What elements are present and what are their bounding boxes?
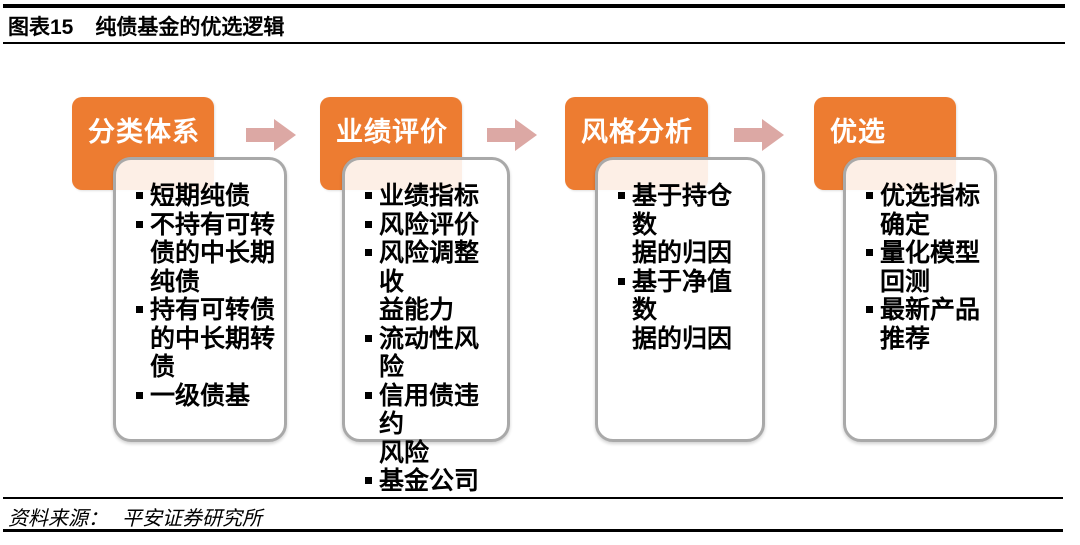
bullet-square-icon	[365, 192, 372, 199]
bullet-square-icon	[136, 192, 143, 199]
list-item: 短期纯债	[136, 182, 278, 211]
source-label: 资料来源：	[8, 508, 108, 530]
list-item: 一级债基	[136, 382, 278, 411]
list-item: 风险评价	[365, 211, 501, 240]
bullet-square-icon	[365, 220, 372, 228]
flow-arrow-icon	[246, 119, 296, 151]
arrow-head	[515, 119, 537, 151]
step-title: 优选	[830, 117, 886, 147]
list-item: 风险调整收 益能力	[365, 239, 501, 325]
step-content-selection: 优选指标 确定 量化模型 回测 最新产品 推荐	[843, 157, 997, 442]
figure-title: 纯债基金的优选逻辑	[95, 16, 285, 39]
bullet-square-icon	[866, 306, 873, 313]
list-item: 基于持仓数 据的归因	[618, 182, 756, 268]
figure-label: 图表15	[8, 16, 74, 39]
arrow-head	[274, 119, 296, 151]
step-title: 业绩评价	[336, 117, 448, 147]
bullet-square-icon	[136, 391, 143, 399]
figure-title-row: 图表15 纯债基金的优选逻辑	[8, 11, 284, 41]
title-bottom-rule	[3, 42, 1065, 44]
bullet-square-icon	[365, 391, 372, 399]
list-item: 业绩指标	[365, 182, 501, 211]
bullet-square-icon	[136, 306, 143, 313]
list-item: 最新产品 推荐	[866, 296, 988, 353]
step-title: 风格分析	[581, 117, 693, 147]
arrow-head	[762, 119, 784, 151]
source-text: 平安证券研究所	[122, 508, 262, 530]
list-item: 优选指标 确定	[866, 182, 988, 239]
list-item: 流动性风险	[365, 325, 501, 382]
list-item: 基金公司	[365, 467, 501, 496]
bullet-square-icon	[618, 277, 625, 285]
bullet-square-icon	[618, 192, 625, 199]
bullet-square-icon	[136, 220, 143, 228]
bullet-square-icon	[866, 192, 873, 199]
footer-bottom-rule	[3, 529, 1063, 532]
flow-arrow-icon	[487, 119, 537, 151]
source-line: 资料来源： 平安证券研究所	[8, 502, 262, 531]
list-item: 基于净值数 据的归因	[618, 268, 756, 354]
step-content-style-analysis: 基于持仓数 据的归因 基于净值数 据的归因	[595, 157, 765, 442]
footer-top-rule	[3, 497, 1063, 499]
arrow-stem	[487, 128, 517, 142]
flow-arrow-icon	[734, 119, 784, 151]
list-item: 信用债违约 风险	[365, 382, 501, 468]
list-item: 不持有可转 债的中长期 纯债	[136, 211, 278, 297]
bullet-square-icon	[365, 477, 372, 484]
bullet-square-icon	[866, 249, 873, 256]
title-top-rule	[3, 4, 1065, 8]
list-item: 量化模型 回测	[866, 239, 988, 296]
step-title: 分类体系	[88, 117, 200, 147]
step-content-performance: 业绩指标 风险评价 风险调整收 益能力 流动性风险 信用债违约 风险 基金公司	[342, 157, 510, 495]
arrow-stem	[246, 128, 276, 142]
bullet-square-icon	[365, 334, 372, 342]
step-content-classification: 短期纯债 不持有可转 债的中长期 纯债 持有可转债 的中长期转 债 一级债基	[113, 157, 287, 442]
arrow-stem	[734, 128, 764, 142]
bullet-square-icon	[365, 249, 372, 256]
list-item: 持有可转债 的中长期转 债	[136, 296, 278, 382]
step-header-selection: 优选	[814, 97, 956, 190]
